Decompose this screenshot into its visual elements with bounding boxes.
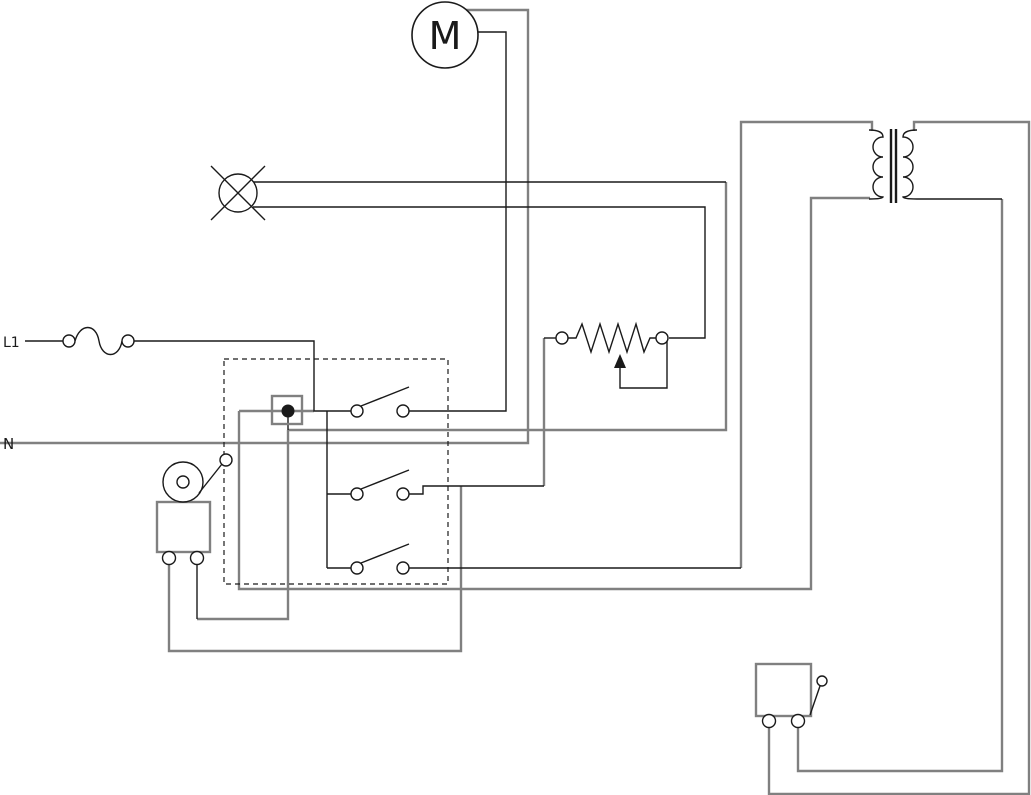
switch3-contact-left[interactable]	[350, 561, 364, 575]
switch-levers	[360, 386, 410, 564]
fuse-terminal-right	[121, 334, 135, 348]
transformer-primary-winding	[868, 129, 884, 200]
control-unit-enclosure[interactable]	[223, 358, 449, 585]
switch2-contact-left[interactable]	[350, 487, 364, 501]
switch1-contact-right[interactable]	[396, 404, 410, 418]
rheostat-terminal-left	[555, 331, 569, 345]
terminals	[62, 331, 828, 729]
bell-lever	[198, 463, 223, 494]
switch3-contact-right[interactable]	[396, 561, 410, 575]
aux-device-lever	[809, 685, 821, 716]
black-wire-layer	[25, 31, 1002, 619]
aux-device-body[interactable]	[754, 662, 813, 718]
transformer-core	[889, 129, 898, 203]
transformer[interactable]	[868, 129, 918, 203]
fuse-element	[74, 326, 123, 356]
primary-bottom-loop-wire	[237, 196, 870, 591]
aux-terminal-right	[790, 713, 806, 729]
wiper-arrowhead	[614, 354, 626, 368]
l1-to-switch-wire	[134, 340, 351, 412]
aux-terminal-left	[761, 713, 777, 729]
rheostat-wiper-wire	[619, 338, 668, 389]
primary-top-wire	[739, 120, 874, 568]
switch3-lever[interactable]	[360, 543, 410, 564]
switch2-lever[interactable]	[360, 469, 410, 490]
switch2-contact-right[interactable]	[396, 487, 410, 501]
bell-lever-contact	[219, 453, 233, 467]
secondary-bottom-wire	[796, 199, 1004, 773]
lamp-return-wire	[288, 182, 728, 432]
neutral-label: N	[3, 435, 14, 453]
motor-switch1-wire	[409, 31, 507, 412]
motor[interactable]: M	[411, 1, 479, 69]
switch1-contact-left[interactable]	[350, 404, 364, 418]
bell-terminal-right	[189, 550, 205, 566]
switch2-output-wire	[409, 485, 544, 495]
rheostat-terminal-right	[655, 331, 669, 345]
transformer-secondary-winding	[902, 129, 918, 200]
bell[interactable]	[162, 461, 223, 503]
l1-label: L1	[3, 335, 20, 351]
text-labels: L1 N	[3, 335, 20, 453]
motor-label: M	[429, 14, 462, 58]
lamp-bottom-wire	[253, 206, 706, 339]
bell-terminal-left	[161, 550, 177, 566]
motor-circle	[411, 1, 479, 69]
bell-gong-hub	[176, 475, 190, 489]
secondary-top-wire	[767, 120, 1031, 795]
indicator-lamp[interactable]	[210, 165, 266, 221]
device-boxes	[155, 394, 813, 718]
rheostat-resistor-zigzag	[568, 321, 656, 355]
junction-node-dot	[281, 404, 295, 418]
switch1-lever[interactable]	[360, 386, 410, 407]
bell-body[interactable]	[155, 500, 212, 554]
junction-box[interactable]	[270, 394, 304, 426]
neutral-wire	[0, 8, 530, 445]
node-to-bell-wire	[197, 430, 290, 621]
fuse-terminal-left	[62, 334, 76, 348]
lamp-cross	[210, 165, 266, 221]
aux-lever-contact	[816, 675, 828, 687]
gray-wire-layer	[0, 8, 1031, 795]
